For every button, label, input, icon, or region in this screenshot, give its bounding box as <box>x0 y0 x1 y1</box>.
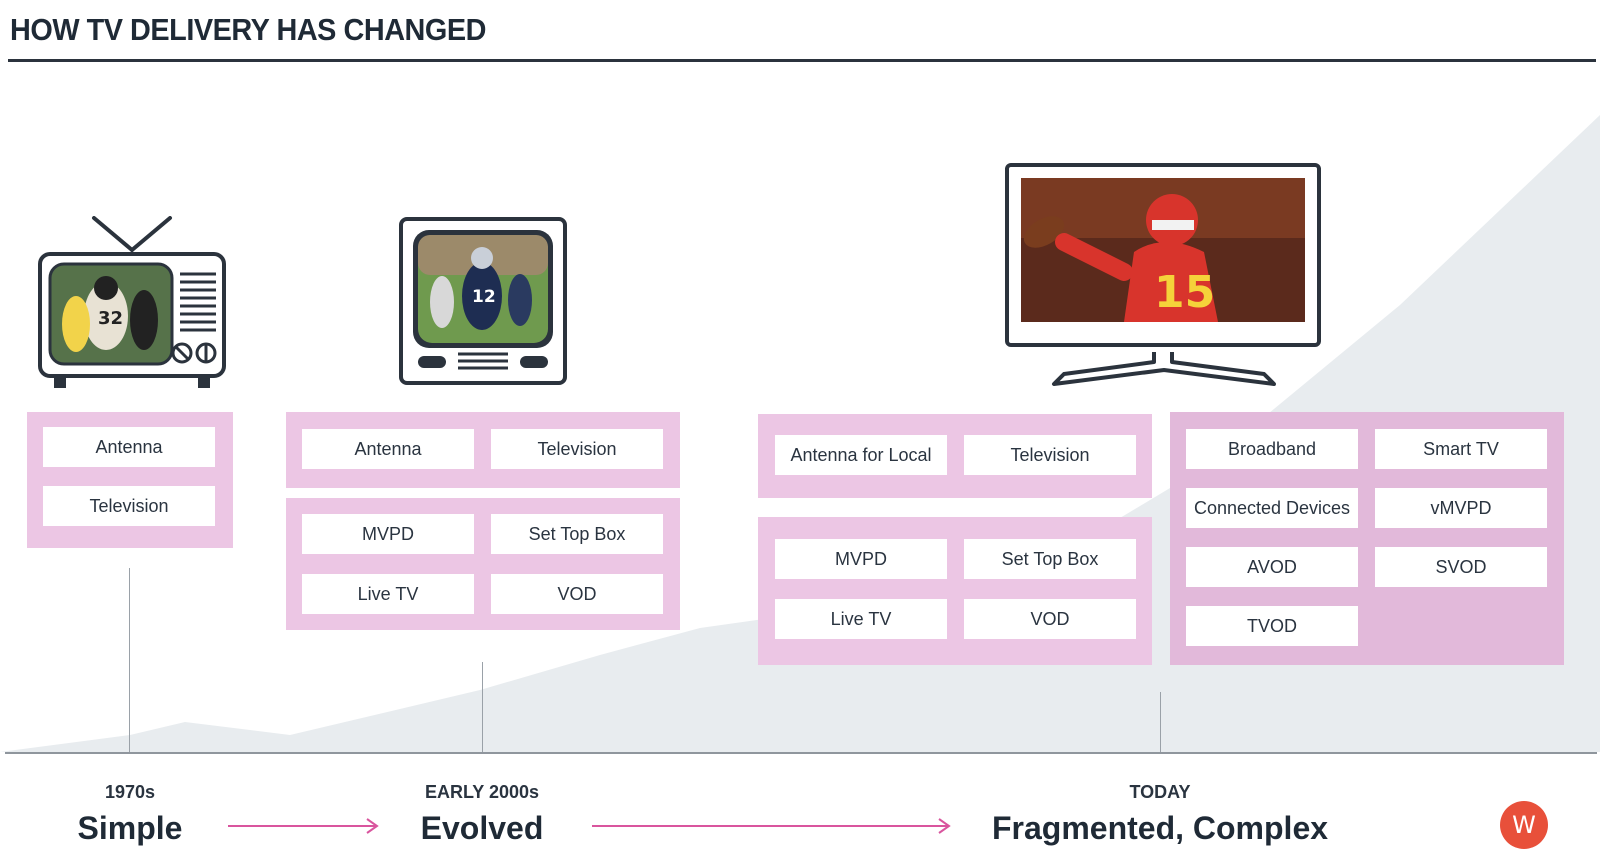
tag-box: SVOD <box>1375 547 1547 587</box>
page-title: HOW TV DELIVERY HAS CHANGED <box>10 12 487 47</box>
tag-box: Connected Devices <box>1186 488 1358 528</box>
era-2000s-group-1: Antenna Television <box>286 412 680 488</box>
tag-box: vMVPD <box>1375 488 1547 528</box>
timeline-tick <box>129 568 130 752</box>
svg-text:15: 15 <box>1154 267 1215 318</box>
svg-text:12: 12 <box>472 287 496 307</box>
tag-box: AVOD <box>1186 547 1358 587</box>
era-today-group-1: Antenna for Local Television <box>758 414 1152 498</box>
era-2000s-group-2: MVPD Set Top Box Live TV VOD <box>286 498 680 630</box>
tag-box: Television <box>964 435 1136 475</box>
arrow-right-icon <box>228 818 379 834</box>
tag-box: VOD <box>491 574 663 614</box>
crt-tv-icon: 12 <box>399 217 567 385</box>
era-period-label: TODAY <box>1129 782 1191 802</box>
tag-box: Live TV <box>302 574 474 614</box>
tag-box: Smart TV <box>1375 429 1547 469</box>
era-1970s-group-1: Antenna Television <box>27 412 233 548</box>
era-today-group-3: Broadband Smart TV Connected Devices vMV… <box>1170 412 1564 665</box>
era-name: Fragmented, Complex <box>991 810 1329 846</box>
tag-box: Antenna for Local <box>775 435 947 475</box>
tag-box: VOD <box>964 599 1136 639</box>
tag-box: Television <box>491 429 663 469</box>
era-today-group-2: MVPD Set Top Box Live TV VOD <box>758 517 1152 665</box>
svg-text:32: 32 <box>98 308 123 329</box>
tag-box: Broadband <box>1186 429 1358 469</box>
timeline-tick <box>1160 692 1161 752</box>
era-name: Simple <box>77 810 183 846</box>
tag-box: Set Top Box <box>491 514 663 554</box>
title-divider <box>8 59 1596 62</box>
tag-box: Antenna <box>302 429 474 469</box>
tag-box: Television <box>43 486 215 526</box>
era-name: Evolved <box>420 810 544 846</box>
tag-box: TVOD <box>1186 606 1358 646</box>
tag-box: MVPD <box>302 514 474 554</box>
tag-box: Set Top Box <box>964 539 1136 579</box>
retro-tv-icon: 32 <box>38 216 226 388</box>
era-period-label: 1970s <box>104 782 156 802</box>
timeline-tick <box>482 662 483 752</box>
timeline-axis <box>5 752 1597 754</box>
flat-tv-icon: 15 <box>1005 163 1321 386</box>
tag-box: MVPD <box>775 539 947 579</box>
brand-logo: W <box>1500 801 1548 849</box>
tag-box: Antenna <box>43 427 215 467</box>
era-period-label: EARLY 2000s <box>424 782 540 802</box>
arrow-right-icon <box>592 818 951 834</box>
tag-box: Live TV <box>775 599 947 639</box>
